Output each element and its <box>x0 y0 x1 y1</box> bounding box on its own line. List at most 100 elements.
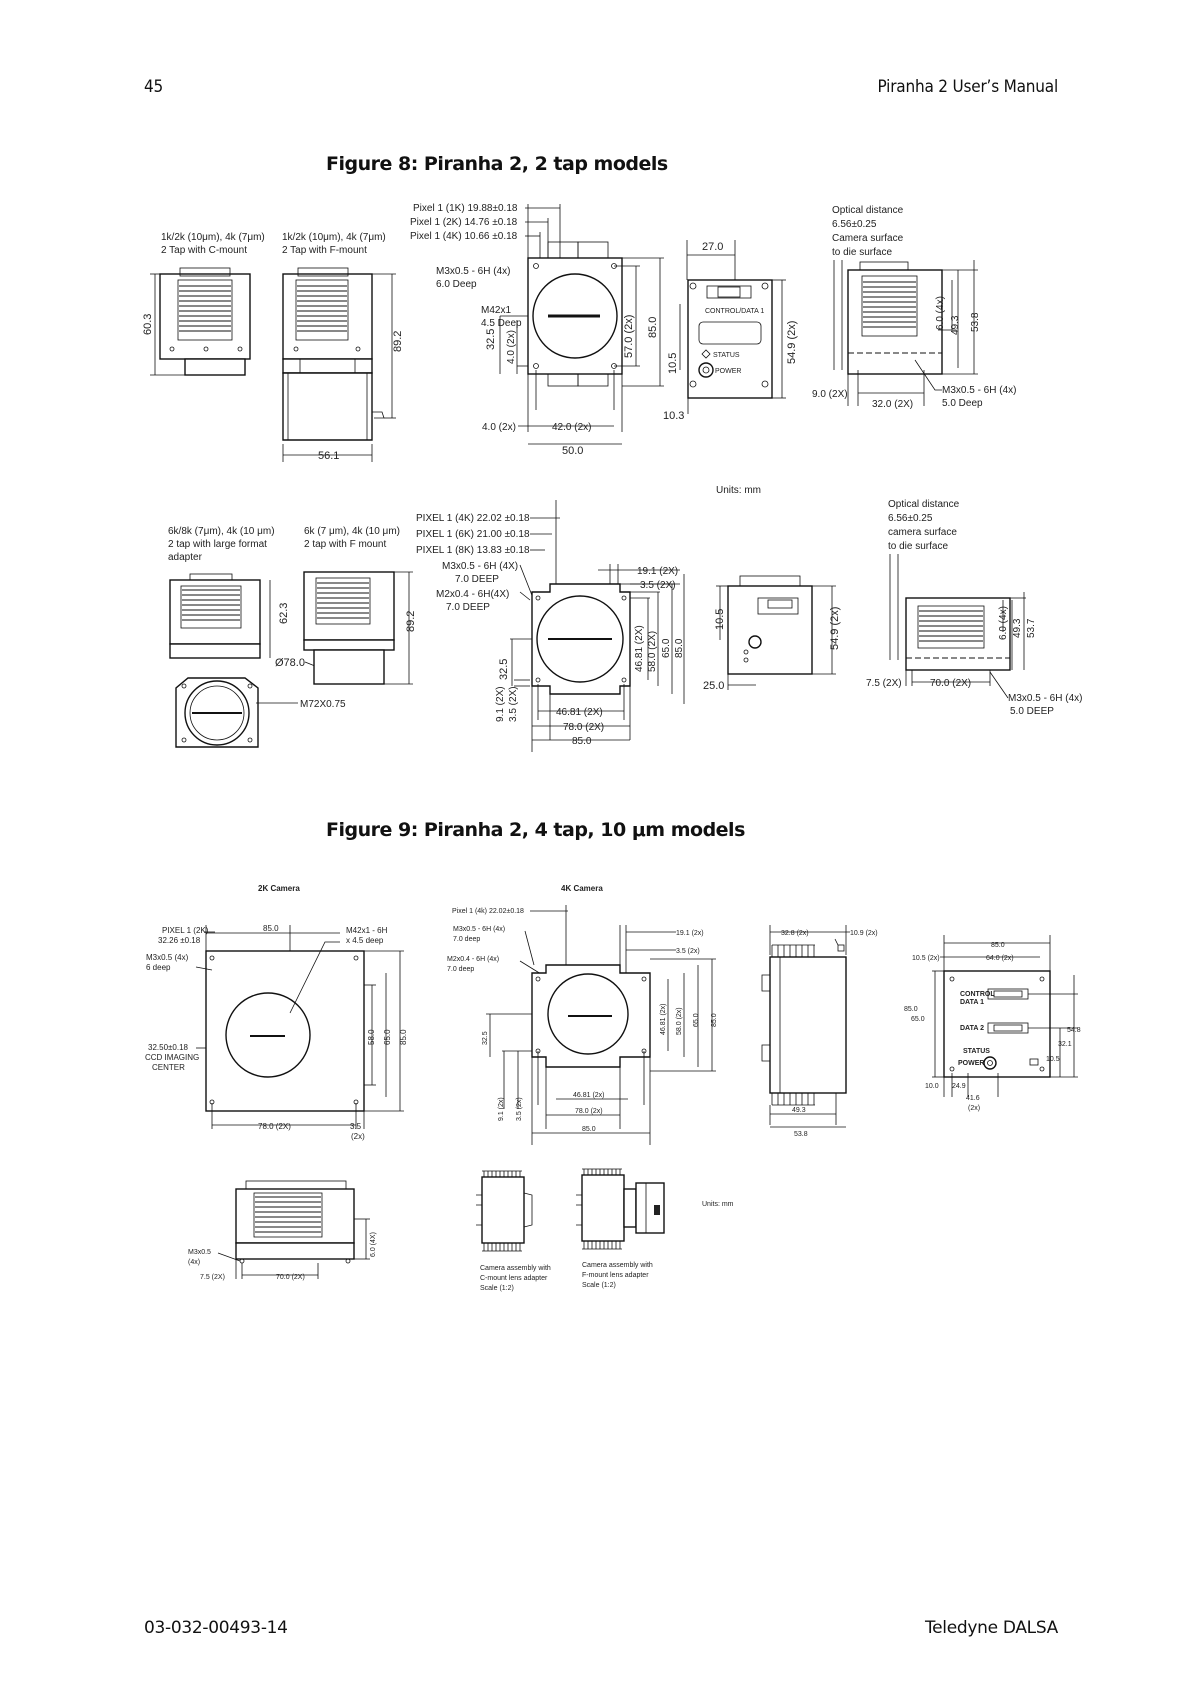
dim-65-0-4k: 65.0 <box>693 1013 700 1027</box>
optical-label-4: to die surface <box>832 247 892 258</box>
dim-78-0-diameter: Ø78.0 <box>275 657 305 669</box>
pixel-label-2k: Pixel 1 (2K) 14.76 ±0.18 <box>410 217 518 228</box>
figure9-drawing: 2K Camera PIXEL 1 (2K) 32.26 ±0.18 M3x0.… <box>145 884 1081 1292</box>
large-format-label-3: adapter <box>168 552 203 563</box>
optical-b-label-2: 6.56±0.25 <box>888 513 933 524</box>
status-label: STATUS <box>713 352 740 359</box>
dim-42-0: 42.0 (2x) <box>552 422 591 433</box>
dim-85-0-v: 85.0 <box>674 638 685 658</box>
fmount-label-1: 1k/2k (10μm), 4k (7μm) <box>282 232 386 243</box>
data1-label-rear: DATA 1 <box>960 999 984 1006</box>
side-view-heatsink-drawing: 32.8 (2x) 10.9 (2x) 49.3 53.8 <box>761 925 878 1138</box>
pixel-2k-value: 32.26 ±0.18 <box>158 936 201 945</box>
cmount-label-1: 1k/2k (10μm), 4k (7μm) <box>161 232 265 243</box>
dim-10-5: 10.5 <box>667 353 679 374</box>
dim-10-5b-rear: 10.5 <box>1046 1056 1060 1063</box>
dim-25-0: 25.0 <box>703 680 724 692</box>
m3-hole-label: M3x0.5 - 6H (4x) <box>436 266 510 277</box>
m42-label: M42x1 <box>481 305 511 316</box>
dim-24-9-rear: 24.9 <box>952 1083 966 1090</box>
dim-19-1-b: 19.1 (2X) <box>637 566 678 577</box>
dim-70-0-bottom: 70.0 (2X) <box>276 1274 305 1281</box>
m2-hole-label-b: M2x0.4 - 6H(4X) <box>436 589 509 600</box>
dim-58-0-v: 58.0 (2X) <box>647 631 658 672</box>
dim-85-0-4k: 85.0 <box>582 1126 596 1133</box>
rear-view-large-drawing: 10.5 25.0 54.9 (2x) <box>703 575 841 692</box>
dim-32-5-4k: 32.5 <box>482 1031 489 1045</box>
dim-54-8-rear: 54.8 <box>1067 1027 1081 1034</box>
pixel-label-4k-b: PIXEL 1 (4K) 22.02 ±0.18 <box>416 513 530 524</box>
dim-3-5-b: 3.5 (2X) <box>640 580 676 591</box>
pixel-4k-label: Pixel 1 (4k) 22.02±0.18 <box>452 908 524 915</box>
dim-32-8: 32.8 (2x) <box>781 930 809 937</box>
cmount-label-2: 2 Tap with C-mount <box>161 245 247 256</box>
assy-c-label-2: C-mount lens adapter <box>480 1275 548 1282</box>
dim-46-81-h: 46.81 (2X) <box>556 707 603 718</box>
dim-85-0-h: 85.0 <box>572 736 592 747</box>
m3-side-label: M3x0.5 - 6H (4x) <box>942 385 1016 396</box>
dim-53-7: 53.7 <box>1026 618 1037 638</box>
dim-10-5-rear: 10.5 (2x) <box>912 955 940 962</box>
dim-32-5-b: 32.5 <box>498 659 510 680</box>
assy-f-label-1: Camera assembly with <box>582 1262 653 1269</box>
label-2k-camera: 2K Camera <box>258 884 300 893</box>
m72-label: M72X0.75 <box>300 699 346 710</box>
fmount-label-2: 2 Tap with F-mount <box>282 245 367 256</box>
fmount-large-label-1: 6k (7 μm), 4k (10 μm) <box>304 526 400 537</box>
optical-b-label-3: camera surface <box>888 527 957 538</box>
side-view-drawing: Optical distance 6.56±0.25 Camera surfac… <box>812 205 1016 410</box>
dim-62-3: 62.3 <box>278 603 290 624</box>
dim-85-0-rear: 85.0 <box>991 942 1005 949</box>
dim-6-0-4x-b: 6.0 (4x) <box>998 606 1009 640</box>
figure8-bottom-drawing: 6k/8k (7μm), 4k (10 μm) 2 tap with large… <box>168 499 1082 752</box>
dim-3-5-4k: 3.5 (2x) <box>676 948 700 955</box>
assembly-cmount-drawing: Camera assembly with C-mount lens adapte… <box>476 1170 551 1292</box>
dim-78-0-h: 78.0 (2X) <box>563 722 604 733</box>
dim-41-6-rear: 41.6 <box>966 1095 980 1102</box>
pixel-2k-label: PIXEL 1 (2K) <box>162 926 209 935</box>
dim-54-9: 54.9 (2x) <box>786 321 798 364</box>
pixel-label-1k: Pixel 1 (1K) 19.88±0.18 <box>413 203 518 214</box>
dim-78-0-2k: 78.0 (2X) <box>258 1122 291 1131</box>
m3-hole-depth-b: 7.0 DEEP <box>455 574 499 585</box>
optical-label-1: Optical distance <box>832 205 904 216</box>
dim-56-1: 56.1 <box>318 450 339 462</box>
dim-19-1-4k: 19.1 (2x) <box>676 930 704 937</box>
dim-58-0-4k: 58.0 (2x) <box>676 1007 683 1035</box>
bottom-view-4tap-drawing: 6.0 (4X) M3x0.5 (4x) 7.5 (2X) 70.0 (2X) <box>188 1180 377 1281</box>
dim-64-0-rear: 64.0 (2x) <box>986 955 1014 962</box>
dim-41-6-rear-qty: (2x) <box>968 1105 980 1112</box>
dim-49-3-b: 49.3 <box>1012 618 1023 638</box>
dim-89-2-b: 89.2 <box>405 611 417 632</box>
dim-58-0-2k: 58.0 <box>367 1029 376 1045</box>
dim-9-1-b: 9.1 (2X) <box>495 686 506 722</box>
document-number: 03-032-00493-14 <box>144 1618 288 1638</box>
dim-3-5-2k-qty: (2x) <box>351 1132 365 1141</box>
pixel-label-4k: Pixel 1 (4K) 10.66 ±0.18 <box>410 231 518 242</box>
pixel-label-8k-b: PIXEL 1 (8K) 13.83 ±0.18 <box>416 545 530 556</box>
dim-9-1-4k: 9.1 (2x) <box>498 1097 505 1121</box>
fmount-large-label-2: 2 tap with F mount <box>304 539 386 550</box>
dim-65-0-v: 65.0 <box>661 638 672 658</box>
dim-3-5-2k: 3.5 <box>350 1122 362 1131</box>
side-view-large-drawing: Optical distance 6.56±0.25 camera surfac… <box>866 499 1082 717</box>
dim-7-5-bottom: 7.5 (2X) <box>200 1274 225 1281</box>
dim-49-3-side: 49.3 <box>792 1107 806 1114</box>
dim-57-0: 57.0 (2x) <box>623 315 635 358</box>
dim-6-0-4x-bottom: 6.0 (4X) <box>370 1232 377 1257</box>
fmount-large-camera-drawing: 6k (7 μm), 4k (10 μm) 2 tap with F mount… <box>303 526 417 685</box>
ccd-center-label-1: CCD IMAGING <box>145 1053 199 1062</box>
assy-f-label-2: F-mount lens adapter <box>582 1272 649 1279</box>
control-label-rear: CONTROL <box>960 991 995 998</box>
rear-view-drawing: 27.0 CONTROL/DATA 1 STATUS POWER 10.5 10… <box>663 240 798 422</box>
dim-10-0-rear: 10.0 <box>925 1083 939 1090</box>
fmount-camera-drawing: 1k/2k (10μm), 4k (7μm) 2 Tap with F-moun… <box>282 232 404 462</box>
dim-32-0: 32.0 (2X) <box>872 399 913 410</box>
power-label: POWER <box>715 368 741 375</box>
large-format-label-1: 6k/8k (7μm), 4k (10 μm) <box>168 526 275 537</box>
front-view-m42-drawing: Pixel 1 (1K) 19.88±0.18 Pixel 1 (2K) 14.… <box>410 203 664 457</box>
m3-side-depth-b: 5.0 DEEP <box>1010 706 1054 717</box>
dim-65-0-2k: 65.0 <box>383 1029 392 1045</box>
optical-label-2: 6.56±0.25 <box>832 219 877 230</box>
company-name: Teledyne DALSA <box>924 1618 1058 1638</box>
